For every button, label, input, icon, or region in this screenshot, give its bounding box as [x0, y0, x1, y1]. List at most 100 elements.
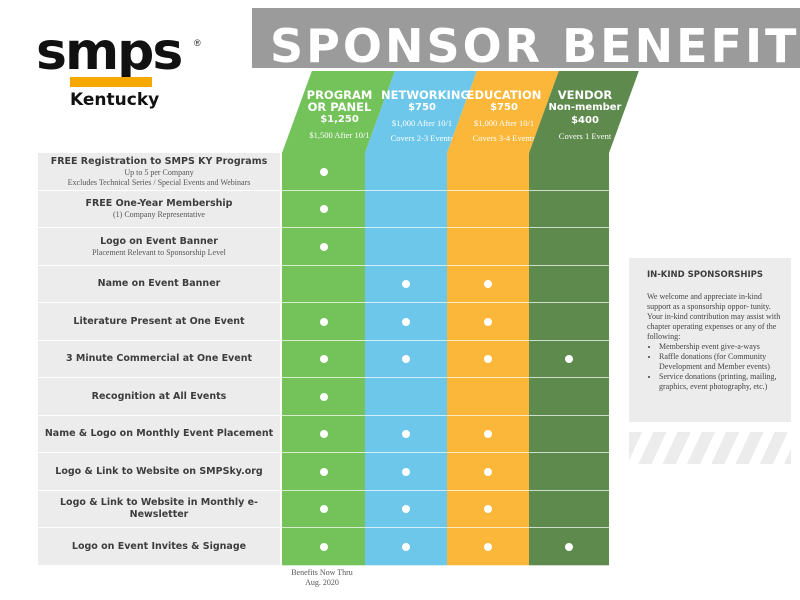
benefit-label: Recognition at All Events: [38, 378, 280, 416]
benefit-cell: [529, 228, 609, 266]
included-dot-icon: [484, 505, 492, 513]
included-dot-icon: [402, 542, 410, 551]
benefit-cell: [365, 153, 447, 191]
benefit-title: Name on Event Banner: [97, 278, 221, 289]
tier-name: NETWORKING: [381, 88, 470, 102]
benefit-title: Literature Present at One Event: [73, 315, 245, 327]
benefit-title: Logo on Event Banner: [100, 235, 218, 247]
benefit-title: Logo & Link to Website in Monthly e-News…: [60, 497, 258, 520]
tier-header-0: PROGRAM OR PANEL$1,250$1,500 After 10/1: [282, 71, 395, 153]
in-kind-item: Service donations (printing, mailing, gr…: [659, 372, 781, 392]
included-dot-icon: [565, 355, 573, 363]
benefit-cell: [447, 416, 529, 453]
benefit-cell: [282, 378, 365, 416]
decorative-stripes: [629, 432, 791, 464]
page-title: SPONSOR BENEFITS: [270, 19, 800, 68]
benefit-cell: [282, 153, 365, 191]
benefit-cell: [282, 491, 365, 528]
benefit-cell: [529, 266, 609, 303]
included-dot-icon: [319, 317, 328, 326]
footnote-line-2: Aug. 2020: [305, 578, 339, 587]
benefit-cell: [529, 378, 609, 416]
benefit-label: Literature Present at One Event: [38, 303, 280, 341]
benefit-cell: [529, 491, 609, 528]
tier-price: Non-member $400: [548, 102, 622, 126]
included-dot-icon: [484, 280, 492, 288]
included-dot-icon: [319, 167, 328, 176]
benefit-subtitle: Excludes Technical Series / Special Even…: [67, 177, 251, 187]
tier-note: Covers 3-4 Events: [472, 133, 536, 143]
in-kind-item: Raffle donations (for Community Developm…: [659, 352, 781, 372]
benefit-cell: [447, 453, 529, 491]
benefit-cell: [447, 228, 529, 266]
included-dot-icon: [565, 542, 573, 551]
benefit-subtitle: (1) Company Representative: [113, 210, 205, 219]
logo-subtitle: Kentucky: [70, 90, 160, 110]
included-dot-icon: [319, 505, 328, 513]
page-title-banner: SPONSOR BENEFITS: [252, 8, 800, 68]
tier-price: $750: [408, 102, 436, 113]
benefit-title: FREE One-Year Membership: [85, 198, 233, 209]
included-dot-icon: [484, 467, 492, 476]
benefit-cell: [282, 453, 365, 491]
included-dot-icon: [319, 467, 328, 476]
benefit-cell: [447, 153, 529, 191]
tier-note: Covers 2-3 Events: [390, 133, 454, 143]
tier-note: $1,000 After 10/1: [391, 118, 453, 128]
benefit-cell: [447, 303, 529, 341]
tier-note: Covers 1 Event: [558, 131, 612, 141]
logo-wordmark: smps: [36, 22, 183, 82]
benefit-cell: [529, 528, 609, 566]
tier-name: PROGRAM OR PANEL: [306, 88, 373, 114]
benefit-cell: [529, 453, 609, 491]
benefit-cell: [282, 528, 365, 566]
benefit-cell: [365, 453, 447, 491]
benefit-cell: [365, 528, 447, 566]
in-kind-list: Membership event give-a-ways Raffle dona…: [647, 342, 781, 392]
in-kind-description: We welcome and appreciate in-kind suppor…: [647, 292, 781, 341]
included-dot-icon: [319, 242, 328, 251]
included-dot-icon: [402, 280, 410, 288]
included-dot-icon: [402, 430, 410, 438]
benefit-cell: [365, 266, 447, 303]
benefit-label: Name on Event Banner: [38, 266, 280, 303]
tier-note: $1,500 After 10/1: [309, 130, 370, 140]
benefit-subtitle: Up to 5 per Company: [124, 167, 194, 177]
included-dot-icon: [319, 392, 328, 401]
included-dot-icon: [484, 542, 492, 551]
benefit-cell: [447, 491, 529, 528]
benefit-title: Recognition at All Events: [91, 390, 227, 402]
tier-name: EDUCATION: [466, 88, 542, 102]
benefit-title: Logo on Event Invites & Signage: [71, 540, 247, 552]
benefit-label: Name & Logo on Monthly Event Placement: [38, 416, 280, 453]
footnote-line-1: Benefits Now Thru: [291, 568, 353, 577]
benefit-cell: [365, 303, 447, 341]
benefit-cell: [447, 378, 529, 416]
benefits-footnote: Benefits Now Thru Aug. 2020: [282, 568, 362, 588]
benefit-label: Logo & Link to Website in Monthly e-News…: [38, 491, 280, 528]
benefit-title: FREE Registration to SMPS KY Programs: [50, 155, 268, 167]
tier-price: $750: [490, 102, 518, 113]
tier-header-text: PROGRAM OR PANEL$1,250$1,500 After 10/1: [298, 89, 381, 145]
included-dot-icon: [402, 505, 410, 513]
benefit-cell: [282, 341, 365, 378]
benefit-cell: [447, 341, 529, 378]
tier-note: $1,000 After 10/1: [473, 118, 535, 128]
benefit-cell: [365, 416, 447, 453]
included-dot-icon: [484, 430, 492, 438]
benefit-title: Logo & Link to Website on SMPSky.org: [55, 465, 263, 477]
in-kind-title: IN-KIND SPONSORSHIPS: [647, 270, 764, 280]
registered-mark: ®: [194, 38, 201, 48]
benefit-cell: [365, 191, 447, 228]
smps-kentucky-logo: smps ® Kentucky: [36, 22, 206, 112]
benefit-cell: [282, 191, 365, 228]
benefit-cell: [365, 491, 447, 528]
benefit-subtitle: Placement Relevant to Sponsorship Level: [92, 247, 226, 257]
